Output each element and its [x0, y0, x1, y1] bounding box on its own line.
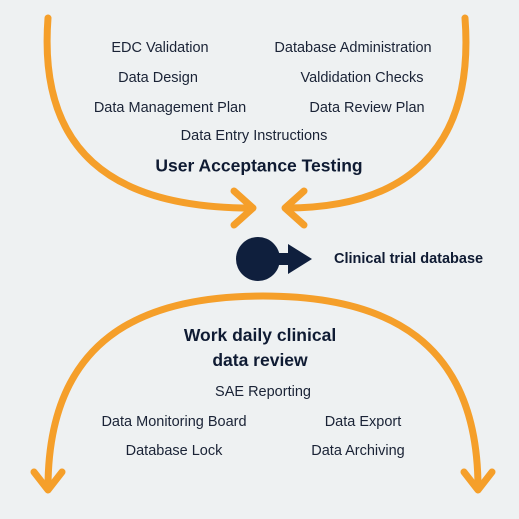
bottom-item-data-monitoring-board: Data Monitoring Board	[101, 414, 247, 430]
top-item-data-entry-instructions: Data Entry Instructions	[180, 128, 328, 144]
clinical-trial-database-label: Clinical trial database	[334, 251, 484, 267]
user-acceptance-testing-heading: User Acceptance Testing	[155, 155, 363, 176]
work-daily-review-heading-line2: data review	[212, 350, 308, 370]
top-item-edc-validation: EDC Validation	[111, 40, 209, 56]
bottom-item-sae-reporting: SAE Reporting	[215, 384, 311, 400]
top-item-data-design: Data Design	[118, 70, 198, 86]
bottom-item-database-lock: Database Lock	[125, 443, 223, 459]
top-item-database-administration: Database Administration	[274, 40, 432, 56]
bottom-arc	[44, 292, 482, 492]
work-daily-review-heading-line1: Work daily clinical	[183, 325, 337, 345]
top-left-arrowhead	[230, 187, 257, 229]
database-node-icon	[236, 237, 312, 281]
top-right-arrow	[282, 14, 470, 212]
top-item-data-review-plan: Data Review Plan	[309, 100, 425, 116]
bottom-item-data-archiving: Data Archiving	[311, 443, 405, 459]
top-left-arrow	[43, 14, 256, 212]
top-right-arrowhead	[281, 187, 308, 229]
top-item-validation-checks: Valdidation Checks	[300, 70, 424, 86]
bottom-item-data-export: Data Export	[324, 414, 402, 430]
work-daily-review-heading: Work daily clinical data review	[184, 323, 336, 373]
top-item-data-management-plan: Data Management Plan	[93, 100, 247, 116]
bottom-right-arrowhead	[460, 468, 496, 494]
bottom-left-arrowhead	[30, 468, 66, 494]
